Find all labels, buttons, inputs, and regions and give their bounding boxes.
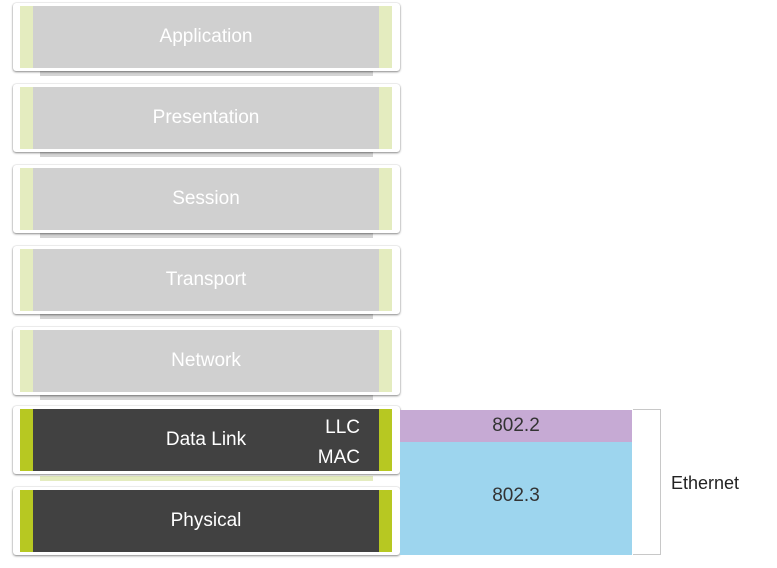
layer-stripe-right [379,409,392,471]
layer-physical: Physical [13,487,400,555]
layer-connector [40,395,373,400]
layer-connector [40,476,373,481]
layer-connector [40,152,373,157]
layer-stripe-right [379,168,392,230]
standard-802-3-box: 802.3 [400,442,632,555]
layer-stripe-left [20,6,33,68]
sublayer-llc-label: LLC [325,417,360,438]
layer-label: Application [159,26,253,47]
layer-label: Data Link [165,429,247,450]
layer-stripe-left [20,168,33,230]
ethernet-bracket [633,409,661,555]
layer-session: Session [13,165,400,233]
layer-connector [40,71,373,76]
sublayer-mac-label: MAC [317,447,360,468]
layer-stripe-right [379,490,392,552]
standard-802-3-label: 802.3 [492,484,540,506]
standard-802-2-label: 802.2 [492,415,540,436]
layer-label: Transport [165,269,247,290]
layer-stripe-right [379,249,392,311]
layer-stripe-left [20,330,33,392]
ethernet-label: Ethernet [671,473,740,493]
layer-application: Application [13,3,400,71]
layer-stripe-left [20,87,33,149]
layer-label: Session [172,188,240,209]
layer-stripe-right [379,330,392,392]
layer-data-link: Data Link LLC MAC [13,406,400,474]
layer-connector [40,233,373,238]
layer-stripe-left [20,490,33,552]
layer-stripe-right [379,6,392,68]
layer-transport: Transport [13,246,400,314]
standard-802-2-box: 802.2 [400,410,632,442]
layer-connector [40,314,373,319]
layer-stripe-left [20,249,33,311]
layer-label: Presentation [152,107,260,128]
layer-network: Network [13,327,400,395]
layer-presentation: Presentation [13,84,400,152]
layer-stripe-right [379,87,392,149]
layer-label: Network [171,350,241,371]
layer-stripe-left [20,409,33,471]
layer-label: Physical [170,510,242,531]
